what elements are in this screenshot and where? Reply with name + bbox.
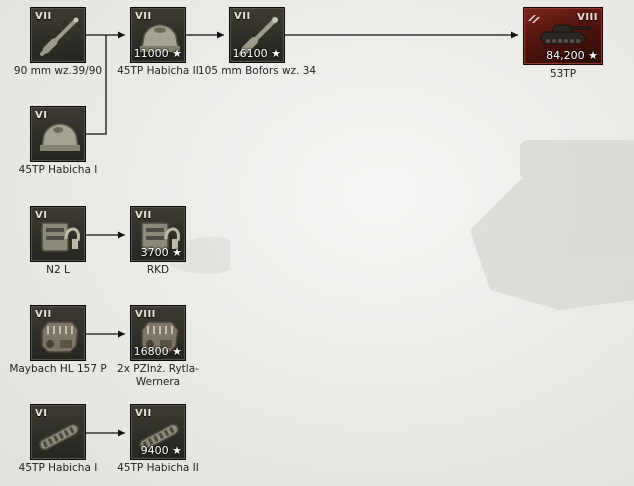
arrow-head-icon [511,31,518,39]
tier-label: VI [35,210,48,221]
tier-label: VII [135,408,152,419]
engine-icon [41,321,79,353]
tier-label: VIII [135,309,156,320]
module-tile: VI [30,206,86,262]
module-tile: VII [30,305,86,361]
arrow-head-icon [217,31,224,39]
module-label: 45TP Habicha II [117,462,199,474]
arrow-head-icon [118,31,125,39]
module-label: 45TP Habicha II [117,65,199,77]
xp-cost: 16100 ★ [232,47,281,60]
radio-icon [141,222,180,252]
suspension-icon [139,423,179,451]
gun-icon [40,17,79,56]
vehicle-label: 53TP [549,68,577,80]
module-label: N2 L [46,264,70,276]
xp-cost: 3700 ★ [140,246,182,259]
module-tile: VII 16100 ★ [229,7,285,63]
module-tile: VIII 16800 ★ [130,305,186,361]
arrow-head-icon [118,330,125,338]
module-tile: VII [30,7,86,63]
connector-line [86,35,107,135]
module-label: 45TP Habicha I [18,164,98,176]
tank-icon [539,24,591,45]
module-label: 105 mm Bofors wz. 34 [197,65,317,77]
module-label: 45TP Habicha I [18,462,98,474]
tier-label: VII [135,11,152,22]
module-label: 2x PZInż. Rytla-Wernera [117,363,199,388]
module-tile: VI [30,106,86,162]
module-label: RKD [146,264,170,276]
tier-label: VII [35,309,52,320]
arrow-head-icon [118,231,125,239]
xp-cost: 11000 ★ [133,47,182,60]
module-tile: VII 11000 ★ [130,7,186,63]
turret-icon [40,123,80,151]
radio-icon [41,222,80,252]
xp-cost: 16800 ★ [133,345,182,358]
module-tile: VII 3700 ★ [130,206,186,262]
module-tile: VII 9400 ★ [130,404,186,460]
vehicle-tile: VIII 84,200 ★ [523,7,603,65]
tier-label: VII [234,11,251,22]
module-label: 90 mm wz.39/90 [13,65,103,77]
turret-icon [140,24,180,52]
suspension-icon [39,423,79,451]
tier-label: VI [35,110,48,121]
tier-label: VI [35,408,48,419]
tier-label: VII [35,11,52,22]
arrow-head-icon [118,429,125,437]
engine-icon [141,321,179,353]
module-tile: VI [30,404,86,460]
medium-tank-icon [528,15,540,23]
xp-cost: 84,200 ★ [546,49,598,62]
tier-label: VIII [577,12,598,23]
xp-cost: 9400 ★ [140,444,182,457]
module-label: Maybach HL 157 P [9,363,107,375]
gun-icon [238,17,278,57]
tier-label: VII [135,210,152,221]
